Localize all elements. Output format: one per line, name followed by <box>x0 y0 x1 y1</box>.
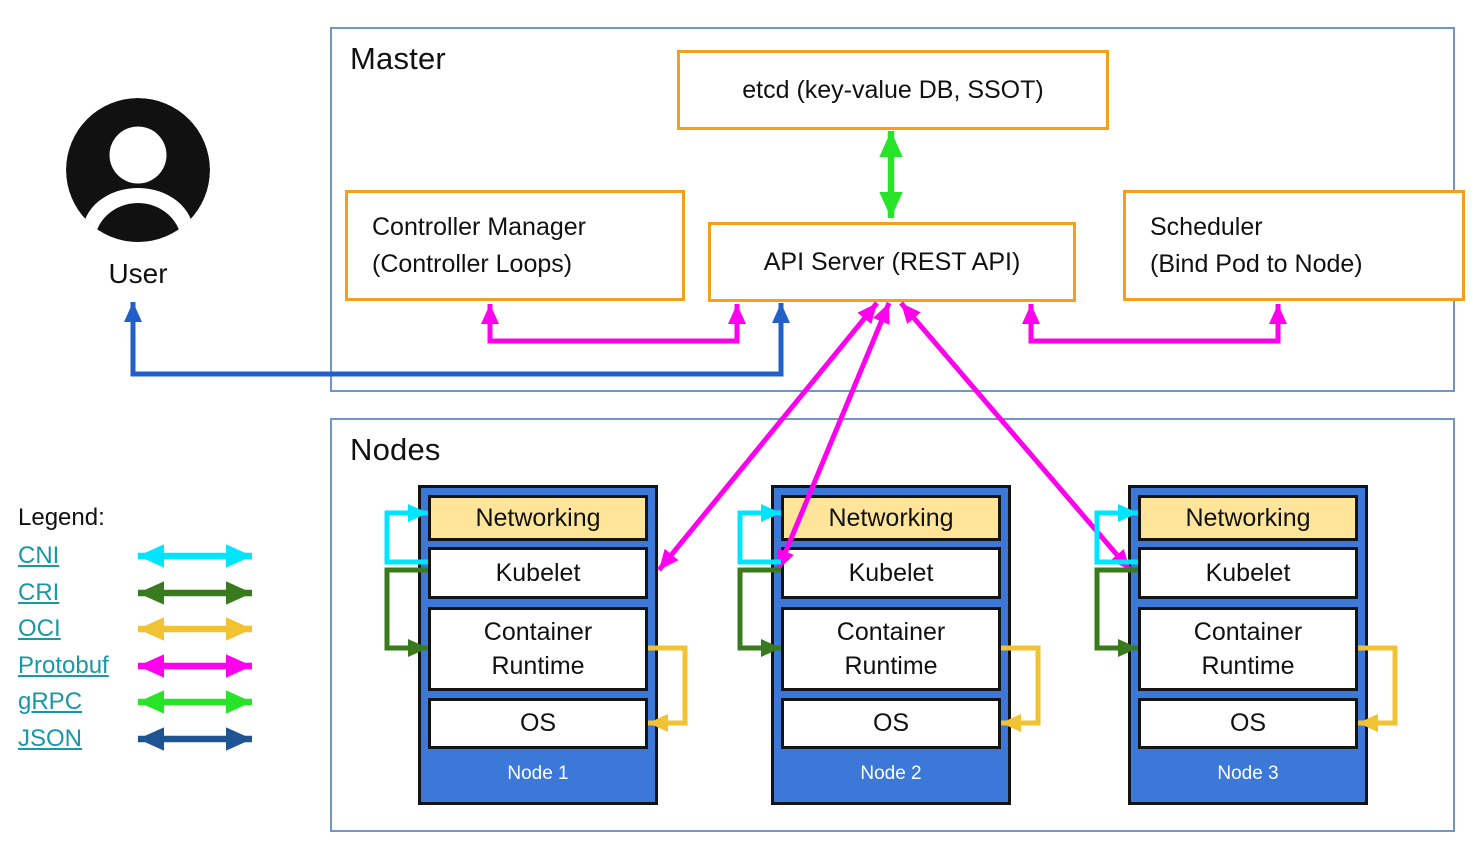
controller-manager-label-line1: Controller Manager <box>372 212 586 241</box>
node-2-card: Networking Kubelet Container Runtime OS … <box>771 485 1011 805</box>
legend: Legend: CNI CRI OCI Protobuf <box>18 504 260 757</box>
controller-manager-box: Controller Manager (Controller Loops) <box>345 190 685 301</box>
scheduler-label-line1: Scheduler <box>1150 212 1263 241</box>
node-2-name: Node 2 <box>860 763 922 784</box>
node-3-name: Node 3 <box>1217 763 1279 784</box>
node-3-os-layer: OS <box>1138 698 1358 749</box>
master-frame: Master <box>330 27 1455 392</box>
scheduler-label-line2: (Bind Pod to Node) <box>1150 249 1363 278</box>
user-label: User <box>108 258 168 289</box>
legend-link-oci[interactable]: OCI <box>18 615 61 643</box>
master-label: Master <box>350 41 446 76</box>
node-1-networking-layer: Networking <box>428 495 648 541</box>
api-server-box: API Server (REST API) <box>708 222 1076 302</box>
node-2-os-layer: OS <box>781 698 1001 749</box>
legend-link-grpc[interactable]: gRPC <box>18 688 83 716</box>
grpc-legend-arrow-icon <box>138 690 252 714</box>
legend-link-json[interactable]: JSON <box>18 724 83 752</box>
node-1-card: Networking Kubelet Container Runtime OS … <box>418 485 658 805</box>
node-2-kubelet-layer: Kubelet <box>781 547 1001 599</box>
protobuf-legend-arrow-icon <box>138 654 252 678</box>
legend-row-grpc: gRPC <box>18 684 260 721</box>
node-3-kubelet-layer: Kubelet <box>1138 547 1358 599</box>
nodes-frame: Nodes <box>330 418 1455 832</box>
etcd-label: etcd (key-value DB, SSOT) <box>742 75 1044 104</box>
nodes-label: Nodes <box>350 432 441 467</box>
user-icon <box>66 98 210 242</box>
legend-row-cni: CNI <box>18 538 260 575</box>
legend-row-protobuf: Protobuf <box>18 648 260 685</box>
cri-legend-arrow-icon <box>138 581 252 605</box>
node-2-networking-layer: Networking <box>781 495 1001 541</box>
legend-link-cri[interactable]: CRI <box>18 578 60 606</box>
user-figure: User <box>63 95 213 290</box>
node-2-container-runtime-layer: Container Runtime <box>781 607 1001 691</box>
json-legend-arrow-icon <box>138 727 252 751</box>
node-1-name: Node 1 <box>507 763 569 784</box>
node-1-os-layer: OS <box>428 698 648 749</box>
node-3-networking-layer: Networking <box>1138 495 1358 541</box>
scheduler-box: Scheduler (Bind Pod to Node) <box>1123 190 1465 301</box>
node-1-kubelet-layer: Kubelet <box>428 547 648 599</box>
legend-row-json: JSON <box>18 721 260 758</box>
cni-legend-arrow-icon <box>138 544 252 568</box>
legend-row-oci: OCI <box>18 611 260 648</box>
legend-row-cri: CRI <box>18 575 260 612</box>
etcd-box: etcd (key-value DB, SSOT) <box>677 50 1109 130</box>
node-3-card: Networking Kubelet Container Runtime OS … <box>1128 485 1368 805</box>
legend-link-cni[interactable]: CNI <box>18 542 60 570</box>
node-3-container-runtime-layer: Container Runtime <box>1138 607 1358 691</box>
node-1-container-runtime-layer: Container Runtime <box>428 607 648 691</box>
api-server-label: API Server (REST API) <box>763 247 1021 276</box>
legend-link-protobuf[interactable]: Protobuf <box>18 651 109 679</box>
legend-title: Legend: <box>18 504 105 531</box>
oci-legend-arrow-icon <box>138 617 252 641</box>
controller-manager-label-line2: (Controller Loops) <box>372 249 573 278</box>
